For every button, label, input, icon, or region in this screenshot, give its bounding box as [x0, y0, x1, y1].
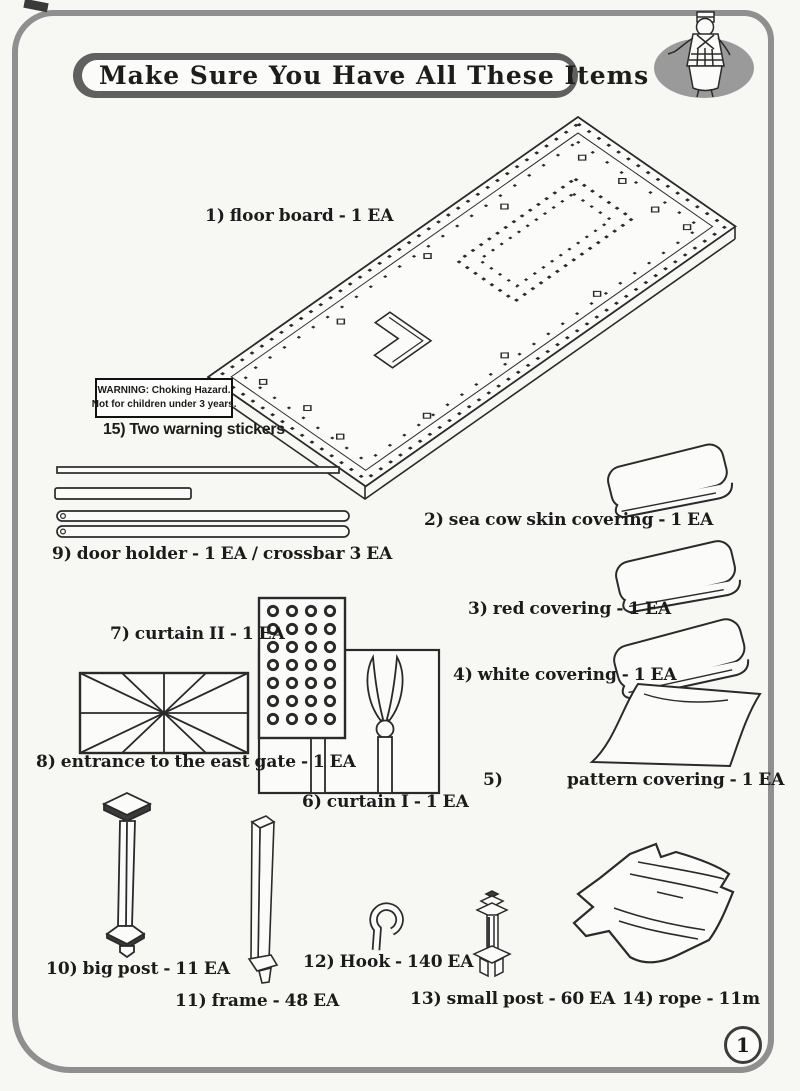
item-number-pattern-covering: 5) — [483, 770, 503, 790]
page-border — [12, 10, 774, 1073]
item-label-curtain-2: 7) curtain II - 1 EA — [110, 624, 285, 644]
item-label-sea-cow-skin-covering: 2) sea cow skin covering - 1 EA — [424, 510, 714, 530]
item-label-rope: 14) rope - 11m — [622, 989, 761, 1009]
warning-line-1: WARNING: Choking Hazard. — [97, 384, 231, 397]
item-label-white-covering: 4) white covering - 1 EA — [453, 665, 677, 685]
item-label-big-post: 10) big post - 11 EA — [46, 959, 231, 979]
item-label-curtain-1: 6) curtain I - 1 EA — [302, 792, 469, 812]
warning-sticker-box: WARNING: Choking Hazard. Not for childre… — [92, 378, 236, 418]
item-label-door-holder: 9) door holder - 1 EA / crossbar 3 EA — [52, 544, 393, 564]
item-label-pattern-covering: pattern covering - 1 EA — [567, 770, 785, 790]
item-label-red-covering: 3) red covering - 1 EA — [468, 599, 672, 619]
page-number-badge: 1 — [724, 1026, 762, 1064]
scan-corner-mark — [23, 0, 49, 13]
page-number: 1 — [736, 1033, 750, 1057]
page-title: Make Sure You Have All These Items — [99, 61, 650, 90]
title-banner-inner: Make Sure You Have All These Items — [82, 60, 648, 91]
warning-line-2: Not for children under 3 years. — [91, 398, 237, 410]
item-label-entrance-east-gate: 8) entrance to the east gate - 1 EA — [36, 752, 356, 772]
item-label-hook: 12) Hook - 140 EA — [303, 952, 474, 972]
title-banner: Make Sure You Have All These Items — [73, 53, 648, 98]
item-label-small-post: 13) small post - 60 EA — [410, 989, 616, 1009]
item-label-frame: 11) frame - 48 EA — [175, 991, 340, 1011]
item-label-warning-stickers: 15) Two warning stickers — [103, 421, 285, 438]
item-label-floor-board: 1) floor board - 1 EA — [205, 206, 394, 226]
